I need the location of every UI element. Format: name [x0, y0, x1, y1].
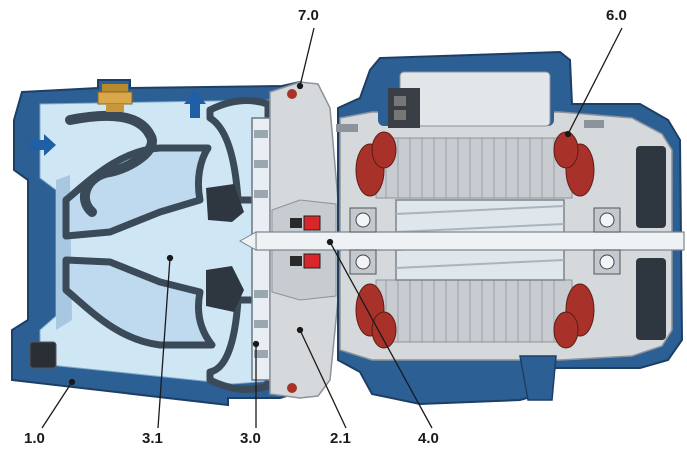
- callout-4-0: 4.0: [418, 430, 439, 447]
- screw: [584, 120, 604, 128]
- stator-lamination-lines: [385, 138, 555, 342]
- stator-upper: [375, 137, 573, 199]
- leader-4-0: [329, 241, 433, 429]
- o-ring-bottom: [287, 383, 297, 393]
- o-ring-top: [287, 89, 297, 99]
- flow-arrow-icon: [30, 134, 56, 156]
- suction-loop-pipe: [65, 110, 157, 217]
- winding-left: [355, 131, 397, 349]
- impeller-vanes: [254, 130, 268, 358]
- callout-7-0: 7.0: [298, 7, 319, 24]
- screw: [336, 124, 358, 132]
- leader-2-1: [299, 329, 347, 429]
- flow-arrow-icon: [184, 90, 206, 118]
- callout-2-1: 2.1: [330, 430, 351, 447]
- leader-3-1: [157, 257, 171, 429]
- motor: [238, 50, 685, 406]
- bearing-icon: [349, 207, 377, 275]
- leader-7-0: [299, 27, 315, 87]
- motor-foot: [519, 355, 557, 401]
- leader-1-0: [41, 381, 73, 429]
- winding-right: [553, 131, 595, 349]
- callout-1-0: 1.0: [24, 430, 45, 447]
- impeller-lower: [206, 266, 244, 312]
- motor-shaft: [255, 231, 685, 251]
- impeller-upper: [206, 184, 244, 222]
- callout-3-0: 3.0: [240, 430, 261, 447]
- bearing-icon: [593, 207, 621, 275]
- cooling-fan: [636, 146, 666, 340]
- callout-3-1: 3.1: [142, 430, 163, 447]
- stator-lower: [375, 279, 573, 343]
- leader-lines: [41, 27, 623, 429]
- capacitor-box-icon: [378, 68, 554, 128]
- leader-6-0: [567, 27, 623, 135]
- shaft-tip: [238, 231, 257, 251]
- drain-plug-icon: [29, 341, 57, 369]
- venturi-diffuser-lower: [62, 256, 216, 349]
- callout-6-0: 6.0: [606, 7, 627, 24]
- mechanical-seal-icon: [290, 215, 321, 269]
- brass-plug-icon: [97, 84, 133, 112]
